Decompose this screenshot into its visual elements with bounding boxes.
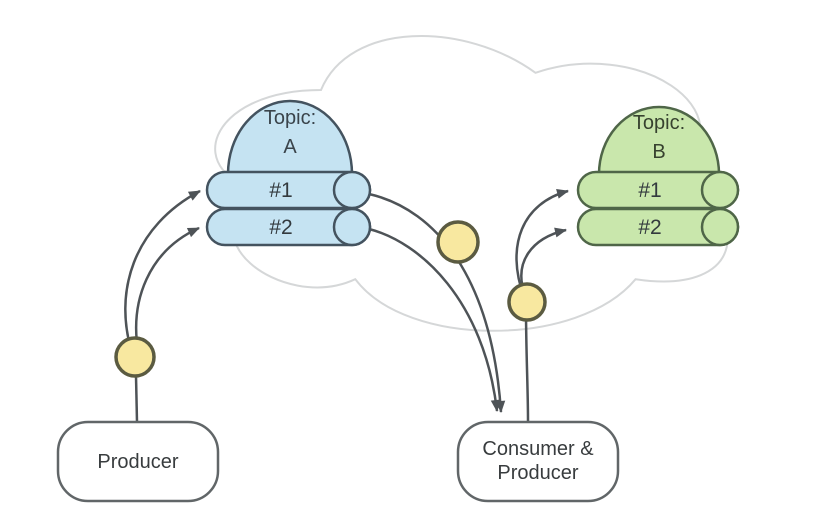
- topic-a-partition-2-label: #2: [269, 216, 292, 239]
- topic-a-dome[interactable]: [226, 99, 354, 176]
- connection-dot-topic-a-out[interactable]: [436, 220, 480, 264]
- topic-a-title-line2: A: [283, 136, 297, 158]
- edge-producer-to-topic-a-p1[interactable]: [124, 189, 201, 357]
- topic-b-partition-1[interactable]: #1: [576, 170, 740, 210]
- connection-dots: [114, 220, 547, 378]
- topic-a-partition-1[interactable]: #1: [205, 170, 372, 210]
- topic-b-title-line1: Topic:: [633, 112, 685, 134]
- topic-b-partition-2-cap[interactable]: [700, 207, 740, 247]
- topic-b[interactable]: Topic: B #1 #2: [576, 105, 740, 247]
- edge-producer-to-dot[interactable]: [134, 375, 139, 423]
- topic-a-partition-1-cap[interactable]: [332, 170, 372, 210]
- edge-consumer-to-topic-b-p1[interactable]: [515, 189, 569, 298]
- consumer-producer-label-line2: Producer: [497, 462, 578, 484]
- consumer-producer-box[interactable]: [456, 420, 620, 503]
- consumer-producer-node[interactable]: Consumer & Producer: [456, 420, 620, 503]
- topic-a-partition-2-cap[interactable]: [332, 207, 372, 247]
- topic-a-title-line1: Topic:: [264, 107, 316, 129]
- topic-b-dome[interactable]: [597, 105, 721, 176]
- topic-a-partition-2[interactable]: #2: [205, 207, 372, 247]
- connection-dot-producer[interactable]: [114, 336, 156, 378]
- topic-b-title-line2: B: [652, 141, 665, 163]
- edge-producer-to-topic-a-p2[interactable]: [134, 226, 200, 357]
- producer-node[interactable]: Producer: [56, 420, 220, 503]
- topic-a-partition-1-label: #1: [269, 179, 292, 202]
- topic-b-partition-2[interactable]: #2: [576, 207, 740, 247]
- producer-box[interactable]: [56, 420, 220, 503]
- topic-a[interactable]: Topic: A #1 #2: [205, 99, 372, 247]
- topic-b-partition-2-label: #2: [638, 216, 661, 239]
- producer-label: Producer: [97, 451, 178, 473]
- topic-b-partition-1-label: #1: [638, 179, 661, 202]
- edge-topic-a-p2-to-consumer[interactable]: [368, 227, 501, 412]
- edge-consumer-to-dot[interactable]: [524, 309, 530, 422]
- connection-dot-topic-b-in[interactable]: [507, 282, 547, 322]
- topic-b-partition-1-cap[interactable]: [700, 170, 740, 210]
- consumer-producer-label-line1: Consumer &: [482, 438, 594, 460]
